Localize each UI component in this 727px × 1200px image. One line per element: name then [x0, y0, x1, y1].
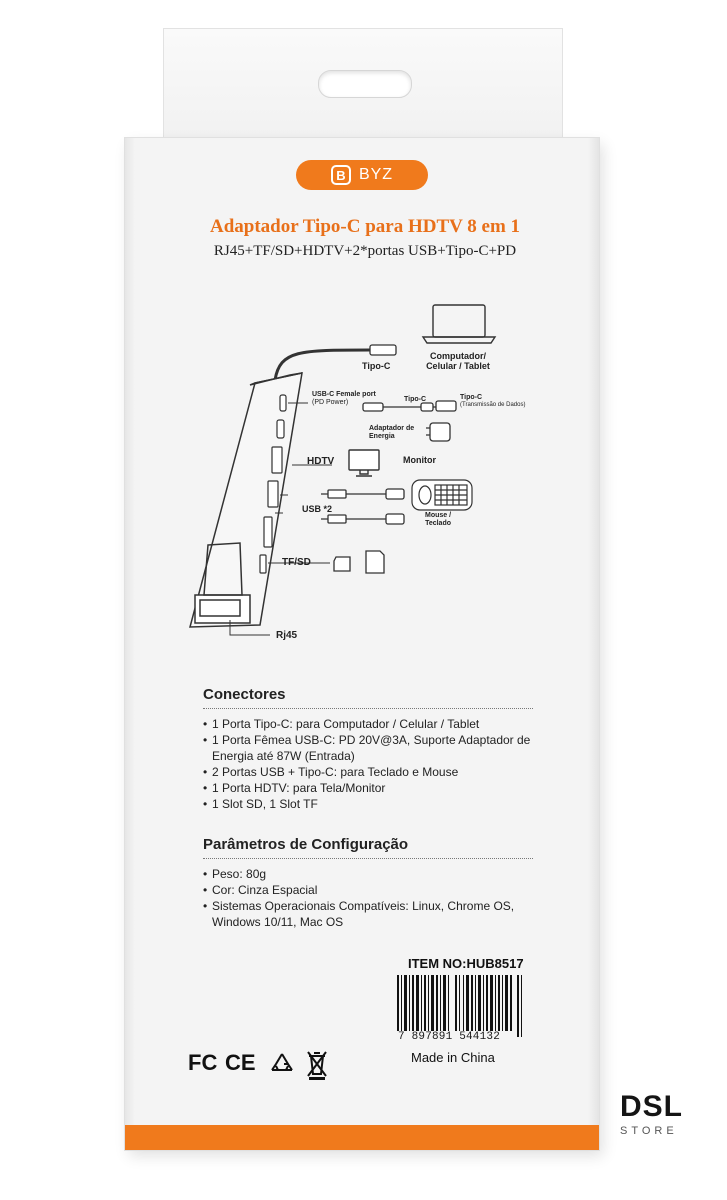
product-title: Adaptador Tipo-C para HDTV 8 em 1 — [209, 216, 521, 237]
fcc-icon: FC — [188, 1050, 218, 1075]
hub-body-icon — [189, 372, 303, 628]
list-item: 1 Porta HDTV: para Tela/Monitor — [203, 780, 533, 796]
product-box — [125, 138, 599, 1150]
sd-card-icons — [333, 550, 385, 574]
weee-bin-icon — [307, 1051, 327, 1080]
usb-label: USB *2 — [302, 504, 333, 514]
hang-hole — [318, 70, 412, 98]
product-subtitle: RJ45+TF/SD+HDTV+2*portas USB+Tipo-C+PD — [213, 243, 517, 259]
config-divider — [203, 858, 533, 859]
typec-right-label: Tipo-C — [460, 394, 483, 401]
brand-logo: B BYZ — [296, 160, 428, 190]
barcode-icon — [397, 975, 522, 1037]
typec-label: Tipo-C — [362, 361, 391, 371]
list-item: Peso: 80g — [203, 866, 533, 882]
box-right-edge — [588, 138, 599, 1150]
item-number: ITEM NO:HUB8517 — [408, 956, 524, 971]
box-left-edge — [125, 138, 135, 1150]
orange-band — [125, 1125, 599, 1150]
data-transfer-label: (Transmissão de Dados) — [460, 402, 526, 408]
typec-cable — [273, 348, 371, 381]
hdtv-label: HDTV — [307, 456, 335, 467]
rj45-label: Rj45 — [276, 630, 298, 641]
ce-icon: CE — [225, 1050, 256, 1075]
hub-ports — [259, 394, 287, 574]
dsl-logo: DSL — [620, 1090, 683, 1123]
mouse-keyboard-label: Mouse / Teclado — [425, 512, 452, 528]
list-item: 1 Slot SD, 1 Slot TF — [203, 796, 533, 812]
made-in-label: Made in China — [411, 1050, 495, 1065]
config-heading: Parâmetros de Configuração — [203, 836, 409, 853]
store-logo: STORE — [620, 1125, 678, 1137]
typec-mid-label: Tipo-C — [404, 396, 427, 403]
list-item: Cor: Cinza Espacial — [203, 882, 533, 898]
typec-plug-icon — [369, 344, 397, 356]
monitor-label: Monitor — [403, 455, 436, 465]
brand-logo-icon: B — [330, 165, 351, 185]
connectors-list: 1 Porta Tipo-C: para Computador / Celula… — [203, 716, 533, 812]
laptop-icon — [421, 304, 497, 344]
barcode-digits: 7 897891 544132 — [396, 1031, 503, 1043]
connectors-divider — [203, 708, 533, 709]
recycle-icon — [271, 1053, 293, 1071]
connectors-heading: Conectores — [203, 686, 286, 703]
leader-lines — [229, 402, 332, 636]
tfsd-label: TF/SD — [282, 557, 311, 568]
pd-power-label: (PD Power) — [312, 399, 349, 406]
mouse-keyboard-icon — [411, 479, 473, 511]
list-item: 2 Portas USB + Tipo-C: para Teclado e Mo… — [203, 764, 533, 780]
usb-cable-icons — [321, 488, 405, 525]
monitor-icon — [348, 449, 380, 477]
list-item: 1 Porta Fêmea USB-C: PD 20V@3A, Suporte … — [203, 732, 533, 764]
usbc-female-label: USB-C Female port — [312, 391, 376, 398]
brand-name: BYZ — [358, 166, 394, 183]
hub-diagram — [189, 304, 497, 636]
list-item: Sistemas Operacionais Compatíveis: Linux… — [203, 898, 533, 930]
power-adapter-label: Adaptador de Energia — [369, 425, 415, 441]
config-list: Peso: 80g Cor: Cinza Espacial Sistemas O… — [203, 866, 533, 930]
list-item: 1 Porta Tipo-C: para Computador / Celula… — [203, 716, 533, 732]
power-adapter-icon — [426, 422, 451, 442]
computer-label: Computador/ Celular / Tablet — [426, 351, 490, 372]
usbc-cable — [362, 400, 457, 412]
